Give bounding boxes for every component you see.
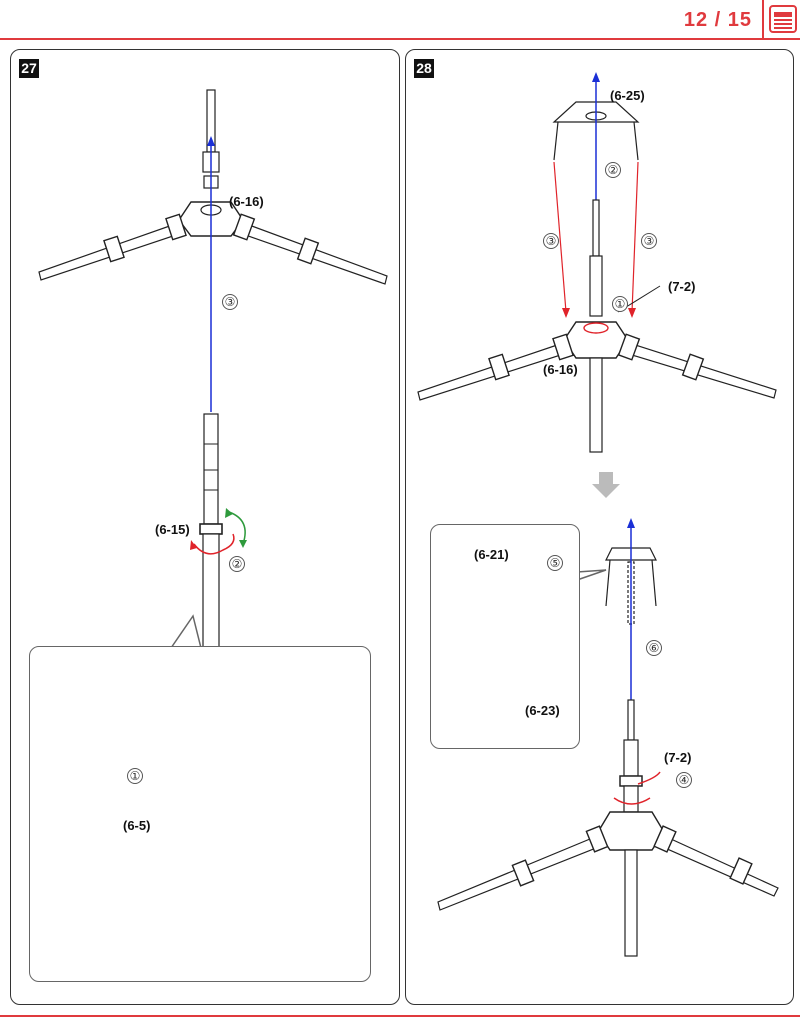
down-arrow-icon [592,472,620,498]
step-panel-28: 28 [405,49,794,1005]
order-marker-lower-cap: ② [605,162,621,178]
order-marker-insert-cap: ⑥ [646,640,662,656]
footer-divider [0,1015,800,1017]
part-label-tube: (6-5) [123,818,151,833]
part-label-clip: (7-2) [668,279,696,294]
book-tab[interactable] [762,0,800,38]
order-marker-insert: ③ [222,294,238,310]
part-label-hub: (6-16) [229,194,264,209]
part-label-clip-lower: (7-2) [664,750,692,765]
step-number: 27 [19,59,39,78]
order-marker-inset-step: ① [127,768,143,784]
part-label-hub: (6-16) [543,362,578,377]
order-marker-detail: ⑤ [547,555,563,571]
book-icon [769,5,797,33]
page-number: 12 / 15 [683,9,752,31]
part-label-collar: (6-15) [155,522,190,537]
part-label-top-cap: (6-25) [610,88,645,103]
order-marker-clip: ① [612,296,628,312]
order-marker-legs-left: ③ [543,233,559,249]
part-label-ring: (6-23) [525,703,560,718]
step-number: 28 [414,59,434,78]
part-label-cap-detail: (6-21) [474,547,509,562]
order-marker-legs-right: ③ [641,233,657,249]
step-panel-27: 27 [10,49,400,1005]
detail-inset [29,646,371,982]
header-divider [0,38,800,40]
order-marker-clip-lower: ④ [676,772,692,788]
order-marker-rotate: ② [229,556,245,572]
